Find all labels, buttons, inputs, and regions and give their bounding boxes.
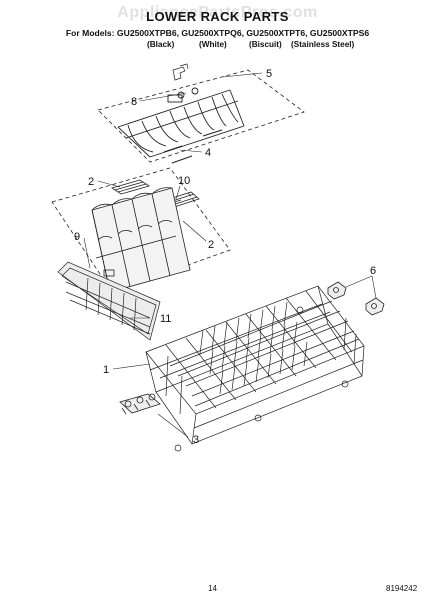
basket-assembly-dashed-box: [51, 167, 231, 293]
variant-label-black: (Black): [147, 40, 175, 49]
callout-label-2: 2: [88, 176, 94, 188]
wheel-assembly-part: [119, 393, 161, 415]
callout-labels: 5 8 4 2 10 2 9 11 6 1 3: [74, 68, 376, 446]
callout-label-11: 11: [160, 313, 171, 325]
leader-lines: [83, 72, 377, 438]
callout-label-10: 10: [178, 175, 190, 187]
callout-label-4: 4: [205, 147, 211, 159]
pivot-pin-parts: [163, 129, 223, 164]
model-list: For Models: GU2500XTPB6, GU2500XTPQ6, GU…: [65, 28, 370, 38]
page-number: 14: [208, 584, 217, 593]
callout-label-1: 1: [103, 364, 109, 376]
rack-clip-parts: [327, 281, 385, 316]
page-title: LOWER RACK PARTS: [146, 9, 289, 24]
silverware-basket-part: [91, 187, 191, 293]
callout-label-3: 3: [193, 434, 199, 446]
callout-label-6: 6: [370, 265, 376, 277]
watermark: AppliancePartsPros.com: [117, 4, 318, 21]
variant-label-biscuit: (Biscuit): [249, 40, 282, 49]
callout-label-9: 9: [74, 231, 80, 243]
callout-label-5: 5: [266, 68, 272, 80]
lower-rack-part: [145, 285, 365, 452]
tine-assembly-dashed-box: [97, 69, 305, 163]
variant-label-stainless: (Stainless Steel): [291, 40, 355, 49]
basket-cover-part: [57, 261, 161, 341]
document-number: 8194242: [386, 584, 418, 593]
upper-clip-part: [172, 63, 189, 81]
tine-row-part: [117, 87, 245, 158]
callout-label-2b: 2: [208, 239, 214, 251]
callout-label-8: 8: [131, 96, 137, 108]
variant-label-white: (White): [199, 40, 227, 49]
